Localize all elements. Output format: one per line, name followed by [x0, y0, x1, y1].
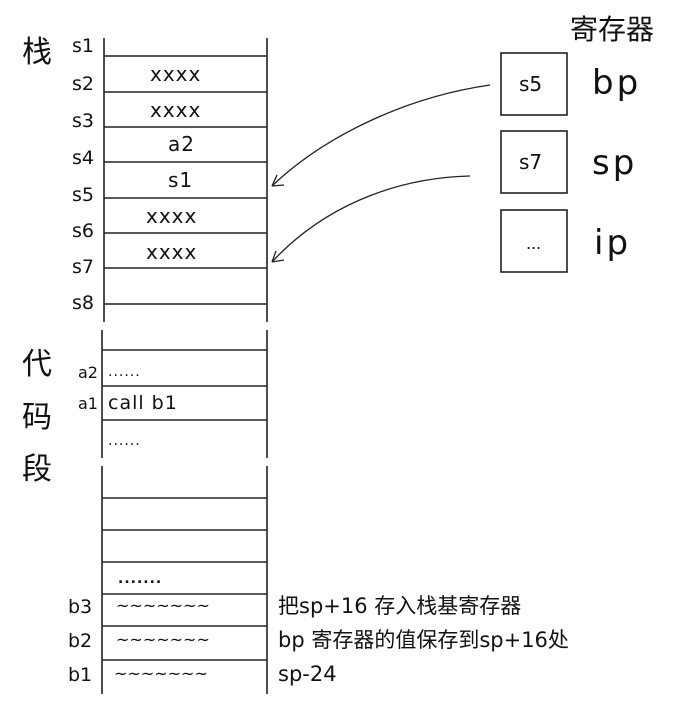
- func-dots: .......: [118, 571, 163, 587]
- register-value: s7: [519, 150, 543, 174]
- code-cell: ......: [108, 364, 141, 380]
- code-title-char: 代: [22, 347, 52, 382]
- func-note: bp 寄存器的值保存到sp+16处: [278, 628, 569, 652]
- stack-label: s5: [72, 184, 94, 206]
- code-cell: call b1: [108, 392, 178, 414]
- registers-title: 寄存器: [570, 13, 655, 46]
- stack-label: s1: [72, 35, 94, 57]
- stack-title: 栈: [22, 35, 52, 70]
- stack-cell: a2: [168, 132, 195, 156]
- func-note: 把sp+16 存入栈基寄存器: [278, 594, 522, 618]
- register-name: ip: [594, 223, 632, 263]
- register-name: bp: [592, 63, 642, 103]
- stack-label: s2: [72, 73, 94, 95]
- code-label: a2: [78, 363, 98, 382]
- stack-cell: xxxx: [146, 204, 198, 228]
- code-title-char: 段: [22, 452, 52, 487]
- register-value: ...: [526, 234, 542, 253]
- func-note: sp-24: [278, 662, 337, 686]
- func-cell: ~~~~~~~: [116, 630, 210, 649]
- stack-cell: xxxx: [146, 240, 198, 264]
- stack-label: s7: [72, 256, 94, 278]
- register-name: sp: [592, 143, 638, 183]
- stack-label: s6: [72, 220, 94, 242]
- stack-cell: s1: [168, 168, 194, 192]
- code-cell: ......: [108, 433, 141, 449]
- func-label: b1: [68, 664, 93, 686]
- stack-label: s3: [72, 110, 94, 132]
- stack-label: s4: [72, 147, 94, 169]
- stack-cell: xxxx: [150, 98, 202, 122]
- register-value: s5: [519, 72, 543, 96]
- func-label: b2: [68, 630, 93, 652]
- func-label: b3: [68, 596, 93, 618]
- code-label: a1: [78, 394, 98, 413]
- stack-label: s8: [72, 292, 94, 314]
- stack-cell: xxxx: [150, 62, 202, 86]
- func-cell: ~~~~~~~: [116, 596, 210, 615]
- func-cell: ~~~~~~~: [114, 664, 208, 683]
- code-title-char: 码: [22, 400, 52, 435]
